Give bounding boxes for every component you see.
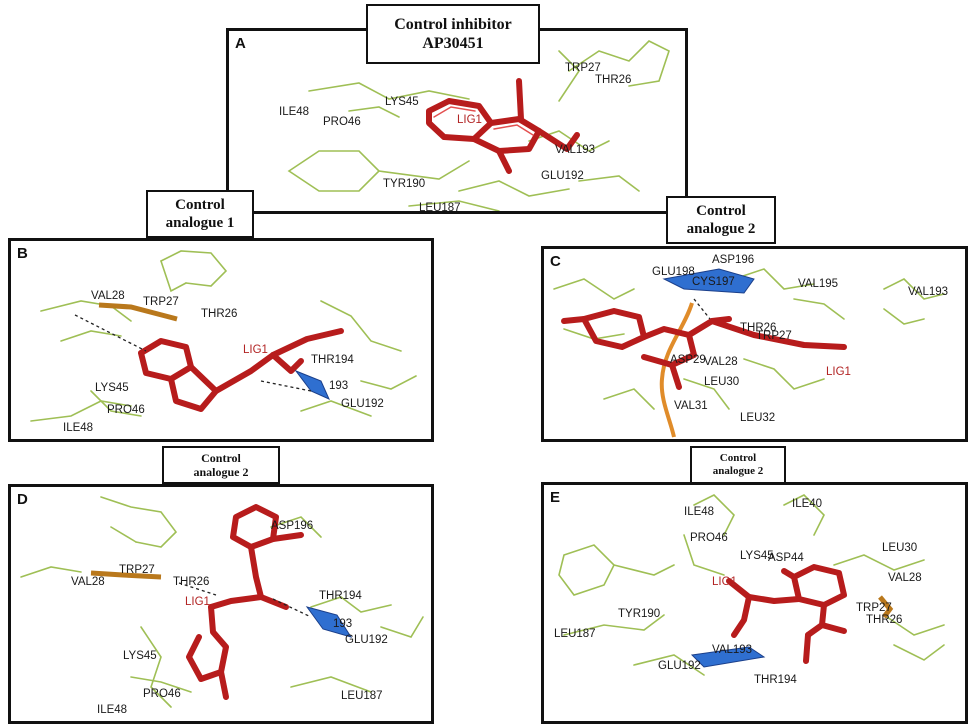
title-e-line2: analogue 2 bbox=[712, 465, 764, 477]
residue-c-9: LEU30 bbox=[704, 376, 739, 388]
residue-e-8: THR26 bbox=[866, 614, 902, 626]
title-c-line2: analogue 2 bbox=[686, 221, 756, 237]
title-box-c: Control analogue 2 bbox=[666, 196, 776, 244]
panel-c-letter: C bbox=[550, 253, 561, 270]
residue-e-4: ASP44 bbox=[768, 552, 804, 564]
residue-b-5: LYS45 bbox=[95, 382, 129, 394]
residue-b-2: THR26 bbox=[201, 308, 237, 320]
residue-a-2: LYS45 bbox=[385, 96, 419, 108]
residue-c-8: VAL28 bbox=[704, 356, 738, 368]
residue-b-3: THR194 bbox=[311, 354, 354, 366]
residue-c-10: VAL31 bbox=[674, 400, 708, 412]
residue-b-0: VAL28 bbox=[91, 290, 125, 302]
residue-a-8: LEU187 bbox=[419, 202, 461, 211]
panel-e-letter: E bbox=[550, 489, 561, 506]
panel-c: C ASP196 GLU198 CYS197 VAL195 VAL193 bbox=[541, 246, 968, 442]
ligand-a-label: LIG1 bbox=[457, 114, 482, 126]
residue-a-5: VAL193 bbox=[555, 144, 595, 156]
panel-b-structure: VAL28 TRP27 THR26 THR194 193 LYS45 GLU19… bbox=[30, 250, 417, 434]
residue-a-0: TRP27 bbox=[565, 62, 601, 74]
panel-c-structure: ASP196 GLU198 CYS197 VAL195 VAL193 THR26… bbox=[553, 254, 948, 438]
residue-e-1: ILE48 bbox=[684, 506, 714, 518]
residue-a-4: PRO46 bbox=[323, 116, 361, 128]
residue-d-2: TRP27 bbox=[119, 564, 155, 576]
residue-b-8: ILE48 bbox=[63, 422, 93, 434]
residue-c-4: VAL193 bbox=[908, 286, 948, 298]
title-c-line1: Control bbox=[696, 203, 746, 219]
title-box-e: Control analogue 2 bbox=[690, 446, 786, 484]
residue-c-1: GLU198 bbox=[652, 266, 695, 278]
residue-c-3: VAL195 bbox=[798, 278, 838, 290]
residue-b-7: PRO46 bbox=[107, 404, 145, 416]
ligand-b-label: LIG1 bbox=[243, 344, 268, 356]
title-e-line1: Control bbox=[719, 451, 757, 464]
panel-d-letter: D bbox=[17, 491, 28, 508]
ligand-d-label: LIG1 bbox=[185, 596, 210, 608]
panel-b-letter: B bbox=[17, 245, 28, 262]
residue-e-2: PRO46 bbox=[690, 532, 728, 544]
residue-c-7: ASP29 bbox=[670, 354, 706, 366]
title-box-a: Control inhibitor AP30451 bbox=[366, 4, 540, 64]
residue-d-9: ILE48 bbox=[97, 704, 127, 716]
residue-d-3: THR26 bbox=[173, 576, 209, 588]
panel-d-structure: ASP196 VAL28 TRP27 THR26 THR194 193 GLU1… bbox=[20, 496, 424, 716]
ligand-c-label: LIG1 bbox=[826, 366, 851, 378]
panel-e-structure: ILE40 ILE48 PRO46 LYS45 ASP44 LEU30 VAL2… bbox=[554, 494, 945, 686]
residue-e-13: THR194 bbox=[754, 674, 797, 686]
title-b-line2: analogue 1 bbox=[165, 215, 235, 231]
residue-d-1: VAL28 bbox=[71, 576, 105, 588]
title-d-line2: analogue 2 bbox=[193, 465, 249, 479]
title-box-b: Control analogue 1 bbox=[146, 190, 254, 238]
residue-a-3: ILE48 bbox=[279, 106, 309, 118]
residue-b-6: GLU192 bbox=[341, 398, 384, 410]
ligand-e-label: LIG1 bbox=[712, 576, 737, 588]
residue-c-11: LEU32 bbox=[740, 412, 775, 424]
panel-d: D ASP196 VAL28 TRP27 THR26 bbox=[8, 484, 434, 724]
residue-b-4: 193 bbox=[329, 380, 348, 392]
residue-d-4: THR194 bbox=[319, 590, 362, 602]
residue-a-7: GLU192 bbox=[541, 170, 584, 182]
residue-e-9: TYR190 bbox=[618, 608, 660, 620]
residue-a-1: THR26 bbox=[595, 74, 631, 86]
residue-e-6: VAL28 bbox=[888, 572, 922, 584]
title-d-line1: Control bbox=[201, 450, 241, 465]
title-a-line2: AP30451 bbox=[422, 35, 484, 52]
title-a-line1: Control inhibitor bbox=[394, 15, 512, 33]
panel-a-letter: A bbox=[235, 35, 246, 52]
residue-e-3: LYS45 bbox=[740, 550, 774, 562]
residue-e-10: LEU187 bbox=[554, 628, 596, 640]
panel-a-structure: TRP27 THR26 LYS45 ILE48 PRO46 VAL193 TYR… bbox=[279, 40, 670, 211]
title-b-line1: Control bbox=[175, 197, 225, 213]
residue-d-10: LEU187 bbox=[341, 690, 383, 702]
residue-d-5: 193 bbox=[333, 618, 352, 630]
residue-e-7: TRP27 bbox=[856, 602, 892, 614]
residue-e-11: VAL193 bbox=[712, 644, 752, 656]
title-box-d: Control analogue 2 bbox=[162, 446, 280, 484]
residue-c-0: ASP196 bbox=[712, 254, 754, 266]
residue-e-12: GLU192 bbox=[658, 660, 701, 672]
residue-b-1: TRP27 bbox=[143, 296, 179, 308]
residue-d-0: ASP196 bbox=[271, 520, 313, 532]
residue-c-5: THR26 bbox=[740, 322, 776, 334]
residue-a-6: TYR190 bbox=[383, 178, 425, 190]
residue-e-0: ILE40 bbox=[792, 498, 822, 510]
residue-d-8: PRO46 bbox=[143, 688, 181, 700]
residue-e-5: LEU30 bbox=[882, 542, 917, 554]
residue-c-6: TRP27 bbox=[756, 330, 792, 342]
panel-e: E ILE40 ILE48 PRO46 LYS45 bbox=[541, 482, 968, 724]
residue-d-7: LYS45 bbox=[123, 650, 157, 662]
residue-c-2: CYS197 bbox=[692, 276, 735, 288]
panel-b: B VAL28 TRP27 THR26 THR194 193 LYS4 bbox=[8, 238, 434, 442]
residue-d-6: GLU192 bbox=[345, 634, 388, 646]
